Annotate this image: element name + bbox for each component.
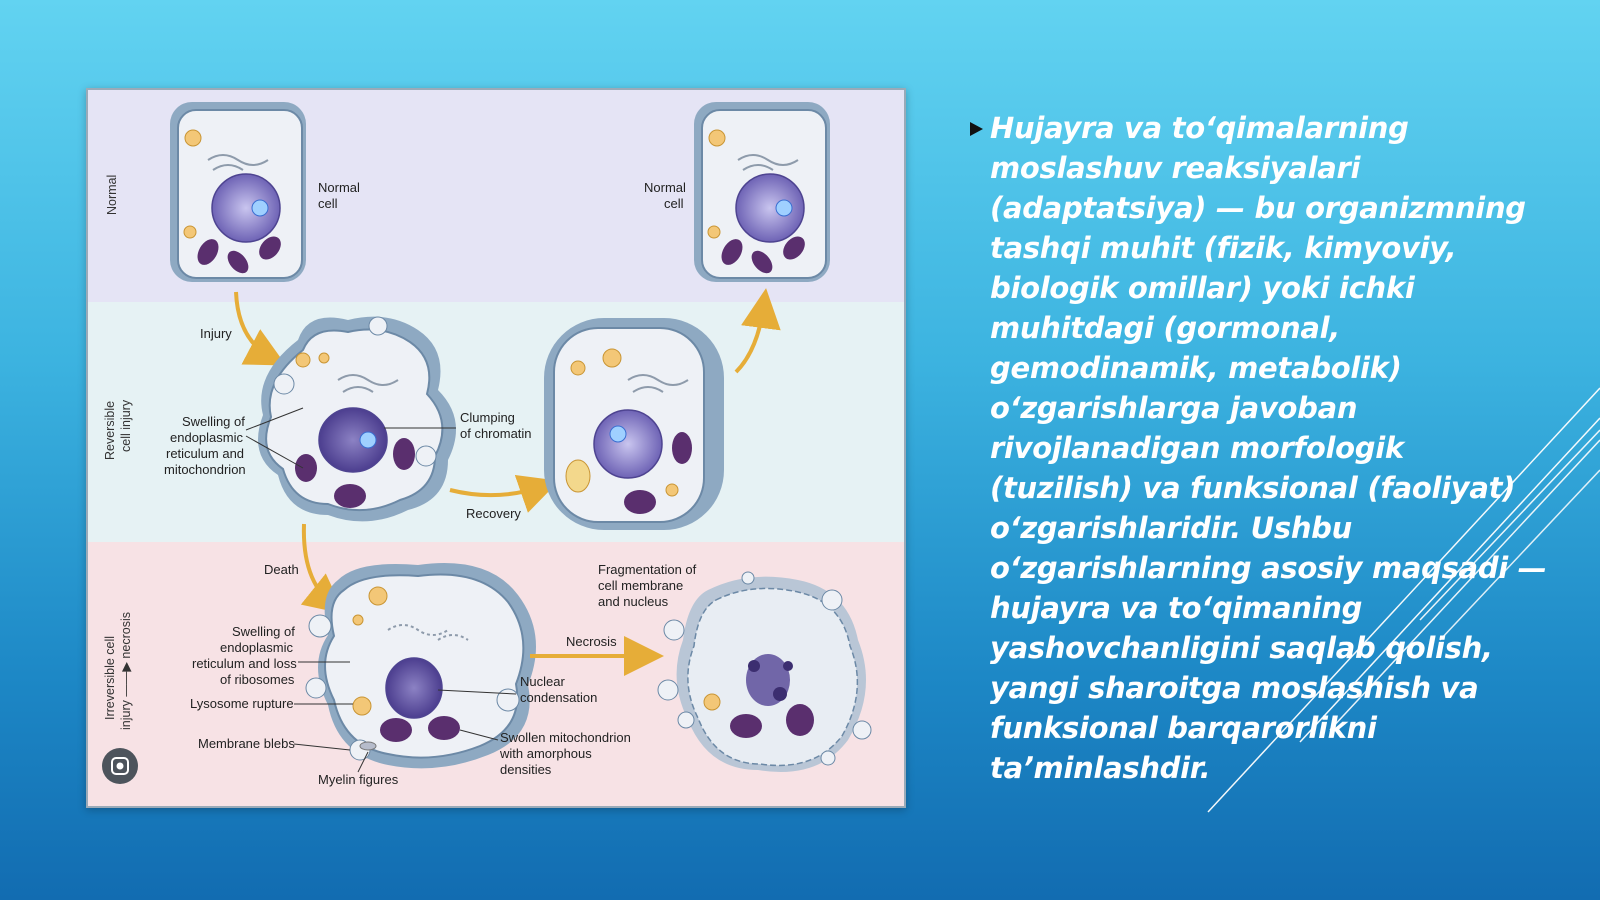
- lens-icon[interactable]: [102, 748, 138, 784]
- label-death: Death: [264, 562, 299, 577]
- label-swollen-mito-3: densities: [500, 762, 552, 777]
- label-swelling-er-mito-1: Swelling of: [182, 414, 245, 429]
- label-normal-cell-right-2: cell: [664, 196, 684, 211]
- label-swelling-er-ribo-2: endoplasmic: [220, 640, 293, 655]
- label-swollen-mito-1: Swollen mitochondrion: [500, 730, 631, 745]
- leader-swelling-er-2: [245, 435, 304, 469]
- label-nuclear-2: condensation: [520, 690, 597, 705]
- label-swelling-er-ribo-1: Swelling of: [232, 624, 295, 639]
- label-swelling-er-mito-4: mitochondrion: [164, 462, 246, 477]
- reversible-injured-cell: [258, 316, 456, 522]
- leader-swollen-mito: [459, 729, 499, 741]
- label-swelling-er-mito-3: reticulum and: [166, 446, 244, 461]
- cell-injury-figure: Normal Reversible cell injury Irreversib…: [86, 88, 906, 808]
- row-label-irreversible-line1: Irreversible cell: [103, 636, 117, 720]
- label-recovery: Recovery: [466, 506, 521, 521]
- label-blebs: Membrane blebs: [198, 736, 295, 751]
- row-label-reversible-line1: Reversible: [103, 401, 117, 460]
- leader-nuclear: [437, 689, 517, 695]
- label-myelin: Myelin figures: [318, 772, 399, 787]
- label-swelling-er-mito-2: endoplasmic: [170, 430, 243, 445]
- row-label-irreversible-line2: injury ——▶ necrosis: [119, 612, 133, 730]
- bullet-block: Hujayra va to‘qimalarning moslashuv reak…: [970, 108, 1550, 788]
- recovery-arrow: [449, 474, 560, 513]
- label-normal-cell-right-1: Normal: [644, 180, 686, 195]
- row-label-irreversible: Irreversible cell injury ——▶ necrosis: [103, 612, 133, 730]
- necrotic-cell: [657, 571, 872, 772]
- injury-arrow: [234, 291, 287, 366]
- label-fragmentation-2: cell membrane: [598, 578, 683, 593]
- triangle-bullet-icon: [970, 122, 983, 136]
- recovery-up-arrow: [734, 288, 781, 374]
- label-injury: Injury: [200, 326, 232, 341]
- normal-cell-right: [694, 102, 830, 282]
- row-label-reversible: Reversible cell injury: [103, 399, 133, 460]
- row-label-normal: Normal: [105, 175, 119, 215]
- label-fragmentation-3: and nucleus: [598, 594, 669, 609]
- label-necrosis: Necrosis: [566, 634, 617, 649]
- normal-cell-left: [170, 102, 306, 282]
- recovering-cell: [544, 318, 724, 530]
- label-swollen-mito-2: with amorphous: [499, 746, 592, 761]
- label-normal-cell-left-2: cell: [318, 196, 338, 211]
- leader-myelin: [357, 751, 369, 773]
- leader-blebs: [293, 743, 351, 751]
- cell-injury-diagram: Normal Reversible cell injury Irreversib…: [88, 90, 904, 806]
- bullet-text: Hujayra va to‘qimalarning moslashuv reak…: [990, 111, 1547, 785]
- band-reversible: [88, 302, 904, 542]
- leader-swelling-er-1: [245, 407, 304, 431]
- irreversible-injured-cell: [305, 563, 536, 769]
- label-swelling-er-ribo-4: of ribosomes: [220, 672, 295, 687]
- label-clumping-1: Clumping: [460, 410, 515, 425]
- row-label-reversible-line2: cell injury: [119, 399, 133, 452]
- label-nuclear-1: Nuclear: [520, 674, 565, 689]
- label-fragmentation-1: Fragmentation of: [598, 562, 697, 577]
- label-swelling-er-ribo-3: reticulum and loss: [192, 656, 297, 671]
- label-normal-cell-left-1: Normal: [318, 180, 360, 195]
- row-label-normal-text: Normal: [105, 175, 119, 215]
- label-lysosome: Lysosome rupture: [190, 696, 294, 711]
- label-clumping-2: of chromatin: [460, 426, 532, 441]
